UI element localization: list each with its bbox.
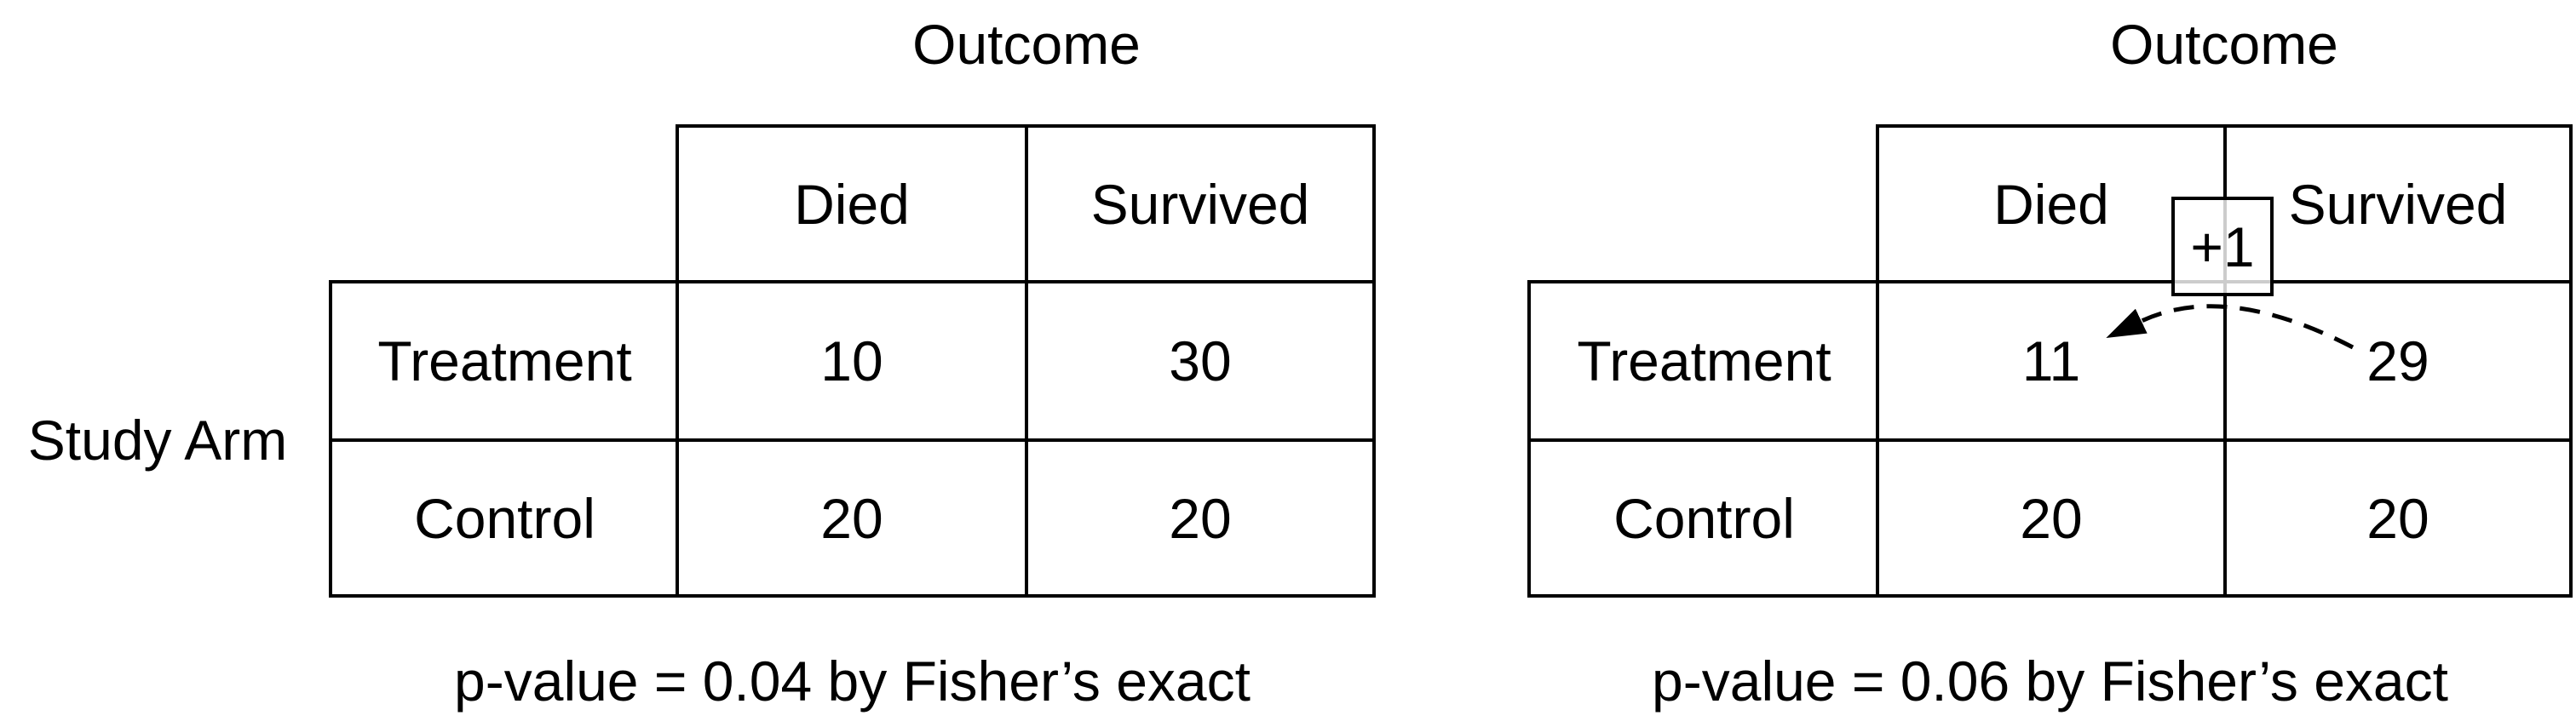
cell-treatment-survived: 29 (2366, 329, 2429, 392)
cell-control-survived: 20 (2366, 486, 2429, 550)
row-label-control: Control (414, 486, 595, 550)
plus-one-badge: +1 (2171, 197, 2274, 296)
cell-treatment-survived: 30 (1169, 329, 1232, 392)
table-border-line (1527, 438, 2573, 442)
table-border-line (676, 124, 679, 598)
table-border-line (329, 280, 332, 598)
cell-control-survived: 20 (1169, 486, 1232, 550)
row-label-control: Control (1613, 486, 1795, 550)
table-border-line (1527, 280, 1531, 598)
column-axis-title: Outcome (912, 13, 1141, 76)
column-axis-title: Outcome (2110, 13, 2338, 76)
table-border-line (1372, 124, 1376, 598)
table-border-line (1876, 124, 1879, 598)
table-border-line (1527, 594, 2573, 598)
p-value-caption: p-value = 0.04 by Fisher’s exact (454, 650, 1251, 713)
table-border-line (2569, 124, 2573, 598)
col-header-survived: Survived (1090, 172, 1310, 236)
col-header-died: Died (794, 172, 910, 236)
p-value-caption: p-value = 0.06 by Fisher’s exact (1652, 650, 2448, 713)
table-border-line (1025, 124, 1028, 598)
row-axis-title: Study Arm (27, 409, 288, 472)
table-border-line (329, 438, 1376, 442)
table-border-line (329, 280, 1376, 283)
cell-treatment-died: 10 (820, 329, 883, 392)
col-header-died: Died (1993, 172, 2109, 236)
row-label-treatment: Treatment (1577, 329, 1831, 392)
cell-control-died: 20 (2020, 486, 2083, 550)
col-header-survived: Survived (2288, 172, 2508, 236)
table-border-line (2223, 124, 2227, 598)
table-border-line (329, 594, 1376, 598)
cell-control-died: 20 (820, 486, 883, 550)
cell-treatment-died: 11 (2021, 329, 2081, 392)
table-border-line (1527, 280, 2573, 283)
row-label-treatment: Treatment (377, 329, 632, 392)
